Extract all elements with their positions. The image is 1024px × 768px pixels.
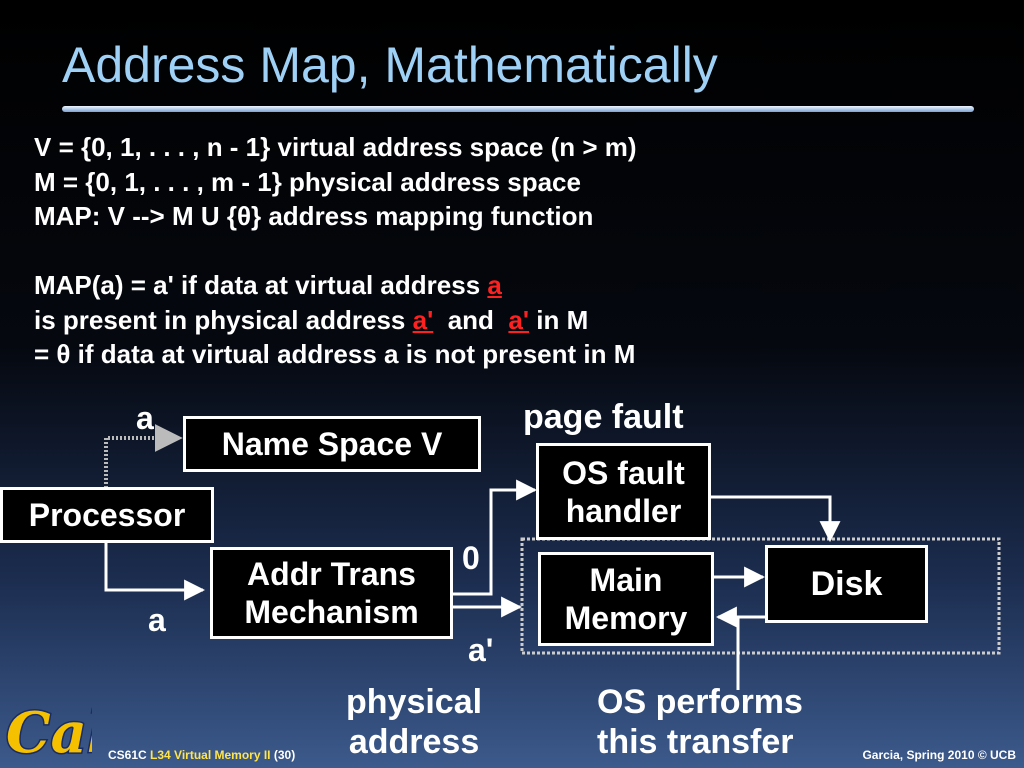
- os-fault-line1: OS fault: [562, 454, 685, 491]
- footer-course: CS61C: [108, 748, 151, 762]
- main-memory-line1: Main: [589, 562, 663, 598]
- label-zero: 0: [462, 540, 480, 576]
- addr-trans-line2: Mechanism: [244, 594, 419, 630]
- physical-line2: address: [348, 723, 480, 761]
- line-map: MAP: V --> M U {θ} address mapping funct…: [34, 201, 594, 231]
- os-fault-line2: handler: [565, 492, 682, 529]
- definition-text: V = {0, 1, . . . , n - 1} virtual addres…: [34, 130, 637, 372]
- processor-box: Processor: [0, 487, 214, 543]
- present-text: is present in physical address: [34, 304, 413, 335]
- physical-line1: physical: [346, 683, 483, 721]
- disk-box: Disk: [765, 545, 928, 623]
- footer-credit: Garcia, Spring 2010 © UCB: [862, 748, 1016, 762]
- title-rule: [62, 106, 974, 112]
- arrow-processor-addrtrans: [104, 543, 206, 601]
- arrow-processor-namespace: [104, 424, 183, 488]
- map-a-text: MAP(a) = a' if data at virtual address: [34, 270, 488, 300]
- label-a-top: a: [136, 400, 154, 436]
- label-os-transfer: OS performs this transfer: [597, 682, 803, 762]
- arrow-osfault-disk: [711, 495, 841, 543]
- slide-title: Address Map, Mathematically: [62, 37, 718, 93]
- label-page-fault: page fault: [523, 398, 684, 436]
- os-transfer-line1: OS performs: [597, 683, 803, 721]
- os-fault-handler-box: OS fault handler: [536, 443, 711, 540]
- line-v: V = {0, 1, . . . , n - 1} virtual addres…: [34, 132, 637, 162]
- os-transfer-line2: this transfer: [597, 723, 794, 761]
- highlight-a-prime-1: a': [412, 304, 434, 335]
- svg-text:Cal: Cal: [6, 700, 92, 762]
- label-a-bottom: a: [148, 602, 166, 638]
- addr-trans-box: Addr Trans Mechanism: [210, 547, 453, 639]
- name-space-box: Name Space V: [183, 416, 481, 472]
- arrow-addrtrans-osfault: [453, 479, 538, 596]
- cal-logo-icon: Cal: [5, 699, 93, 763]
- line-map-a: MAP(a) = a' if data at virtual address a: [34, 268, 637, 303]
- label-physical-address: physical address: [346, 682, 482, 762]
- footer-left: CS61C L34 Virtual Memory II (30): [108, 748, 295, 762]
- line-m: M = {0, 1, . . . , m - 1} physical addre…: [34, 166, 581, 197]
- line-theta: = θ if data at virtual address a is not …: [34, 339, 636, 369]
- line-present: is present in physical address a' and a'…: [34, 303, 637, 338]
- footer-page: (30): [270, 748, 296, 762]
- main-memory-box: Main Memory: [538, 552, 714, 646]
- main-memory-line2: Memory: [564, 600, 688, 636]
- in-m-text: in M: [529, 304, 589, 335]
- highlight-a: a: [487, 270, 502, 300]
- memory-disk-enclosure: [520, 537, 1001, 655]
- and-text: and: [433, 304, 509, 335]
- addr-trans-line1: Addr Trans: [247, 556, 416, 592]
- label-a-prime: a': [468, 632, 494, 668]
- highlight-a-prime-2: a': [508, 304, 530, 335]
- footer-lecture: L34 Virtual Memory II: [150, 748, 271, 762]
